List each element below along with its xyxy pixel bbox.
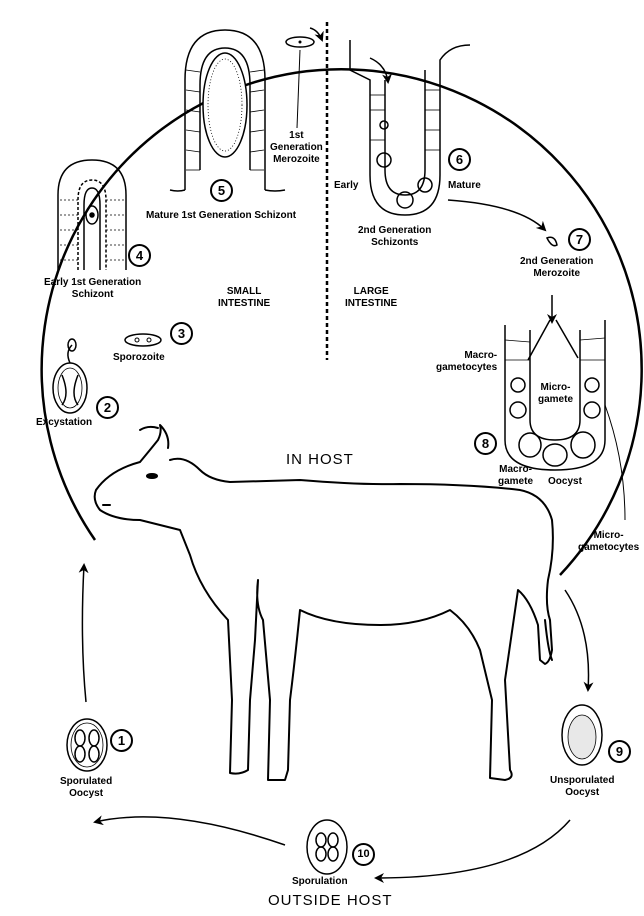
early-label: Early (334, 180, 358, 192)
stage-number-3: 3 (170, 322, 193, 345)
macrogamete-label: Macro-gamete (498, 464, 533, 488)
stage-10-label: Sporulation (292, 876, 348, 888)
macrogametocytes-label: Macro-gametocytes (436, 350, 497, 374)
stage-number-1: 1 (110, 729, 133, 752)
in-host-label: IN HOST (286, 452, 354, 468)
stage-number-5: 5 (210, 179, 233, 202)
sporulated-oocyst (67, 719, 107, 771)
stage-number-7: 7 (568, 228, 591, 251)
sporulating-oocyst (307, 820, 347, 874)
stage-number-2: 2 (96, 396, 119, 419)
oocyst-label: Oocyst (548, 476, 582, 488)
excystation-oocyst (53, 339, 87, 413)
microgametocytes-label: Micro-gametocytes (578, 530, 639, 554)
host-circle (42, 69, 642, 575)
cow-illustration (95, 425, 553, 780)
stage-2-label: Excystation (36, 417, 92, 429)
outside-host-label: OUTSIDE HOST (268, 893, 393, 909)
stage-5-label: Mature 1st Generation Schizont (146, 210, 296, 222)
stage-3-label: Sporozoite (113, 352, 165, 364)
stage-number-4: 4 (128, 244, 151, 267)
stage-number-6: 6 (448, 148, 471, 171)
microgamete-label: Micro-gamete (538, 382, 573, 406)
stage-number-10: 10 (352, 843, 375, 866)
stage-number-9: 9 (608, 740, 631, 763)
unsporulated-oocyst (562, 705, 602, 765)
stage-number-8: 8 (474, 432, 497, 455)
merozoite-2nd-gen (547, 237, 557, 245)
sporozoite (125, 334, 161, 346)
mature-label: Mature (448, 180, 481, 192)
